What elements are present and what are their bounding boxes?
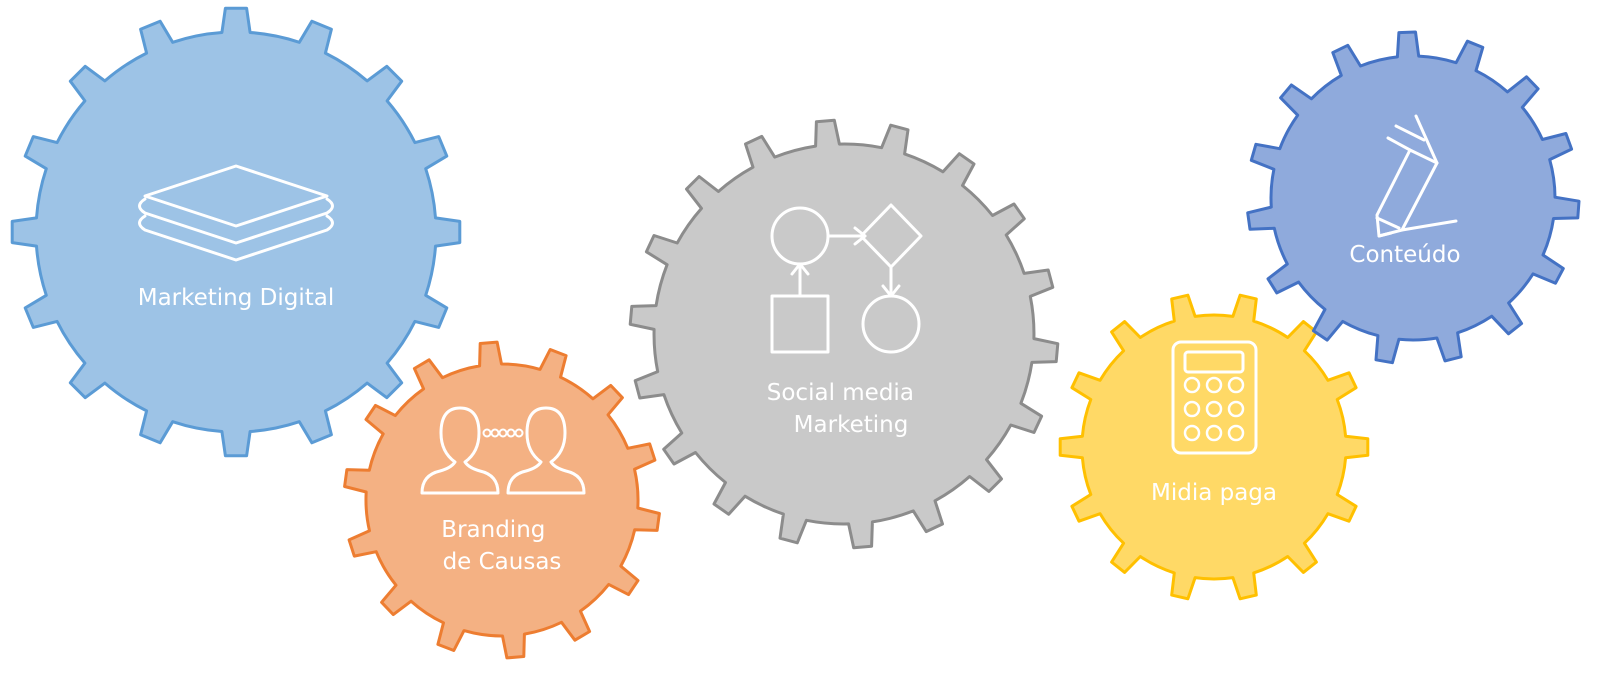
gear-body-social-media-marketing [628,118,1060,550]
pencil-icon [1375,114,1458,238]
gear-branding-de-causas: Branding de Causas [343,340,661,660]
gear-label-line: Conteúdo [1349,242,1460,268]
gear-label-marketing-digital: Marketing Digital [138,285,335,311]
gear-body-midia-paga [1058,293,1370,601]
gear-body-marketing-digital [10,6,462,458]
gear-social-media-marketing: Social media Marketing [628,118,1060,550]
gear-label-line: de Causas [443,549,562,575]
gear-marketing-digital: Marketing Digital [10,6,462,458]
gear-conteudo: Conteúdo [1246,30,1581,365]
gear-body-branding-de-causas [343,340,661,660]
people-connection-icon [420,406,586,495]
calculator-icon [1171,340,1258,455]
flowchart-icon [770,203,923,354]
gear-label-line: Marketing [794,412,909,438]
layers-icon [138,164,334,262]
gear-body-conteudo [1246,30,1581,365]
gear-midia-paga: Midia paga [1058,293,1370,601]
gear-label-line: Marketing Digital [138,285,335,311]
gear-label-social-media-marketing: Social media Marketing [767,380,921,438]
gear-label-branding-de-causas: Branding de Causas [441,517,561,575]
gear-label-conteudo: Conteúdo [1349,242,1460,268]
gear-label-midia-paga: Midia paga [1151,480,1277,506]
gear-label-line: Midia paga [1151,480,1277,506]
gear-label-line: Social media [767,380,914,406]
gear-label-line: Branding [441,517,545,543]
